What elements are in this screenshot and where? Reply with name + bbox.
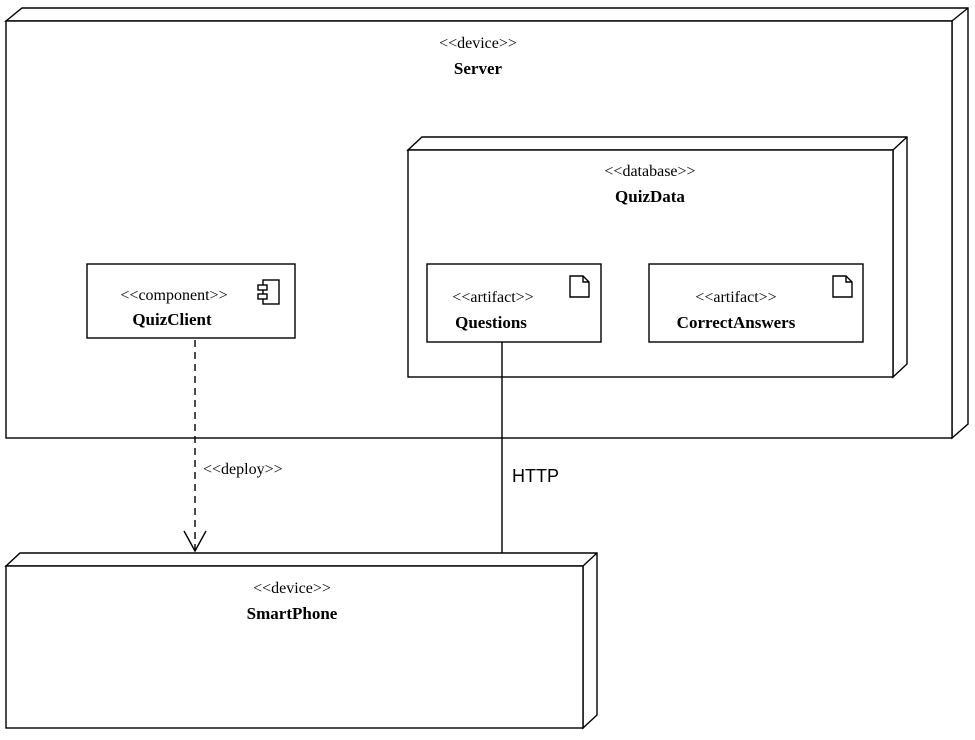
quizclient-box [86, 263, 296, 339]
server-stereotype: <<device>> [439, 35, 517, 52]
deploy-dependency: <<deploy>> [183, 340, 283, 553]
correctanswers-name: CorrectAnswers [677, 313, 796, 332]
quizclient-stereotype: <<component>> [120, 287, 227, 304]
correctanswers-box [648, 263, 864, 343]
quizclient-name: QuizClient [132, 310, 212, 329]
questions-artifact: <<artifact>> Questions [426, 263, 602, 343]
questions-name: Questions [455, 313, 527, 332]
http-label: HTTP [512, 466, 559, 486]
document-icon [569, 275, 590, 298]
open-arrowhead-icon [183, 530, 207, 553]
deploy-label: <<deploy>> [203, 461, 283, 478]
smartphone-node: <<device>> SmartPhone [4, 552, 598, 730]
questions-stereotype: <<artifact>> [452, 289, 533, 306]
quizdata-name: QuizData [615, 187, 685, 206]
smartphone-stereotype: <<device>> [253, 580, 331, 597]
http-association: HTTP [501, 342, 559, 553]
server-name: Server [454, 59, 503, 78]
smartphone-node-front [5, 565, 584, 729]
document-icon [832, 275, 853, 298]
questions-box [426, 263, 602, 343]
quizclient-component: <<component>> QuizClient [86, 263, 296, 339]
correctanswers-artifact: <<artifact>> CorrectAnswers [648, 263, 864, 343]
component-icon [257, 279, 280, 305]
correctanswers-stereotype: <<artifact>> [695, 289, 776, 306]
smartphone-name: SmartPhone [247, 604, 338, 623]
quizdata-stereotype: <<database>> [604, 163, 695, 180]
